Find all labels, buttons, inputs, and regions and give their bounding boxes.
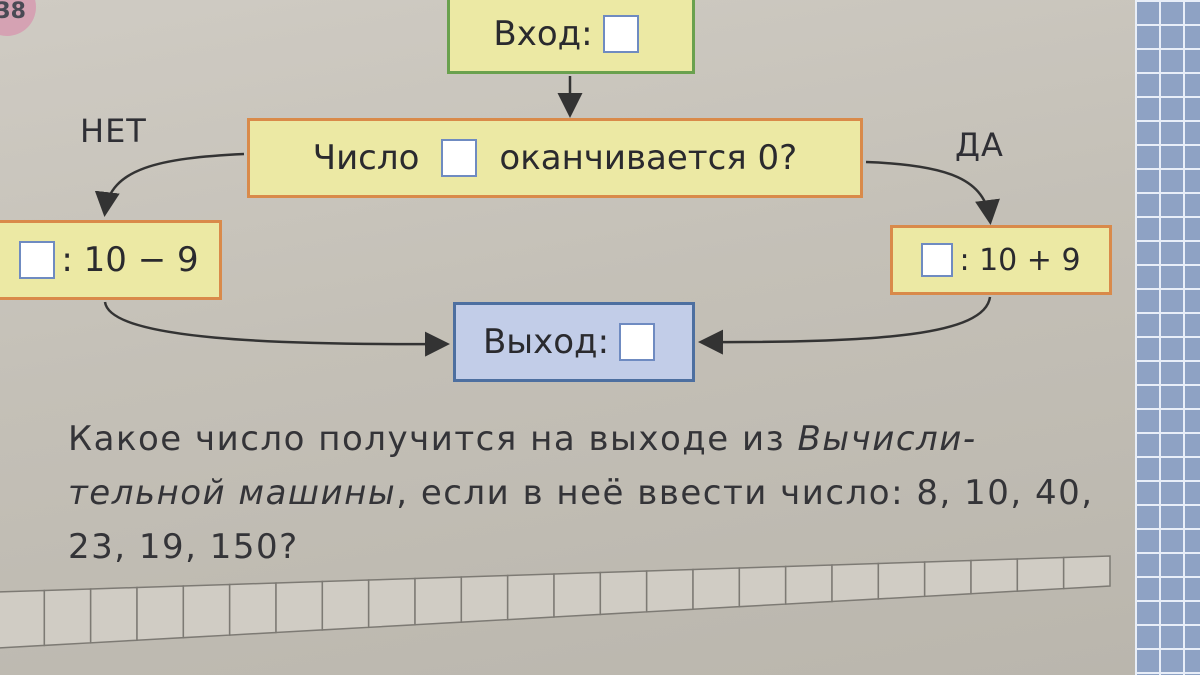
answer-cell: [43, 588, 92, 647]
answer-cell: [923, 559, 972, 598]
no-branch-operation: : 10 − 9: [61, 240, 199, 280]
grid-paper-edge: [1135, 0, 1200, 675]
answer-cell: [831, 562, 880, 603]
no-branch-blank-square: [19, 241, 56, 279]
arrow-yes-to-output: [698, 296, 992, 355]
answer-cell: [228, 582, 277, 636]
input-blank-square: [602, 15, 639, 53]
answer-cell: [0, 589, 46, 649]
answer-cell: [506, 573, 555, 621]
no-branch-box: : 10 − 9: [0, 220, 222, 300]
condition-text-after: оканчивается 0?: [499, 138, 798, 178]
question-text: Какое число получится на выходе из Вычис…: [68, 412, 1128, 574]
question-italic-part-2: тельной машины: [68, 473, 397, 513]
answer-cell: [460, 574, 509, 623]
question-italic-part-1: Вычисли-: [797, 419, 977, 459]
answer-cell: [599, 570, 648, 616]
answer-cell: [414, 576, 463, 626]
answer-cell: [1016, 556, 1065, 592]
answer-cell: [136, 585, 185, 642]
answer-cell: [645, 568, 694, 613]
question-text-part-1: Какое число получится на выходе из: [68, 419, 798, 459]
output-box: Выход:: [453, 302, 695, 382]
page-number-badge: 38: [0, 0, 36, 36]
flowchart-arrows: [94, 76, 1000, 357]
answer-cell: [1062, 555, 1111, 590]
page-number: 38: [0, 0, 26, 24]
answer-cell: [692, 567, 741, 611]
arrow-condition-to-no: [94, 152, 245, 217]
yes-branch-blank-square: [921, 243, 954, 277]
answer-cell: [275, 580, 324, 634]
condition-blank-square: [441, 139, 478, 177]
input-label: Вход:: [493, 14, 593, 54]
answer-cell: [877, 561, 926, 600]
arrow-condition-to-yes: [865, 160, 1000, 225]
answer-cell: [970, 558, 1019, 595]
textbook-page: 38 Вход: Число оканчивается 0? НЕТ ДА : …: [0, 0, 1135, 675]
answer-cell: [89, 586, 138, 644]
yes-branch-operation: : 10 + 9: [959, 242, 1081, 278]
question-text-part-2: , если в неё ввести число: 8, 10, 40, 23…: [68, 473, 1094, 567]
arrow-no-to-output: [103, 301, 450, 357]
answer-cell: [784, 564, 833, 605]
condition-box: Число оканчивается 0?: [247, 118, 863, 198]
input-box: Вход:: [447, 0, 695, 74]
branch-yes-label: ДА: [955, 126, 1004, 164]
output-blank-square: [619, 323, 656, 361]
answer-cell: [321, 579, 370, 631]
answer-cell: [182, 583, 231, 639]
condition-text-before: Число: [312, 138, 420, 178]
output-label: Выход:: [482, 322, 610, 362]
answer-cells: [0, 555, 1111, 649]
answer-cell: [367, 577, 416, 629]
answer-cell: [553, 571, 602, 618]
answer-cell: [738, 565, 787, 608]
yes-branch-box: : 10 + 9: [890, 225, 1112, 295]
branch-no-label: НЕТ: [80, 112, 147, 150]
